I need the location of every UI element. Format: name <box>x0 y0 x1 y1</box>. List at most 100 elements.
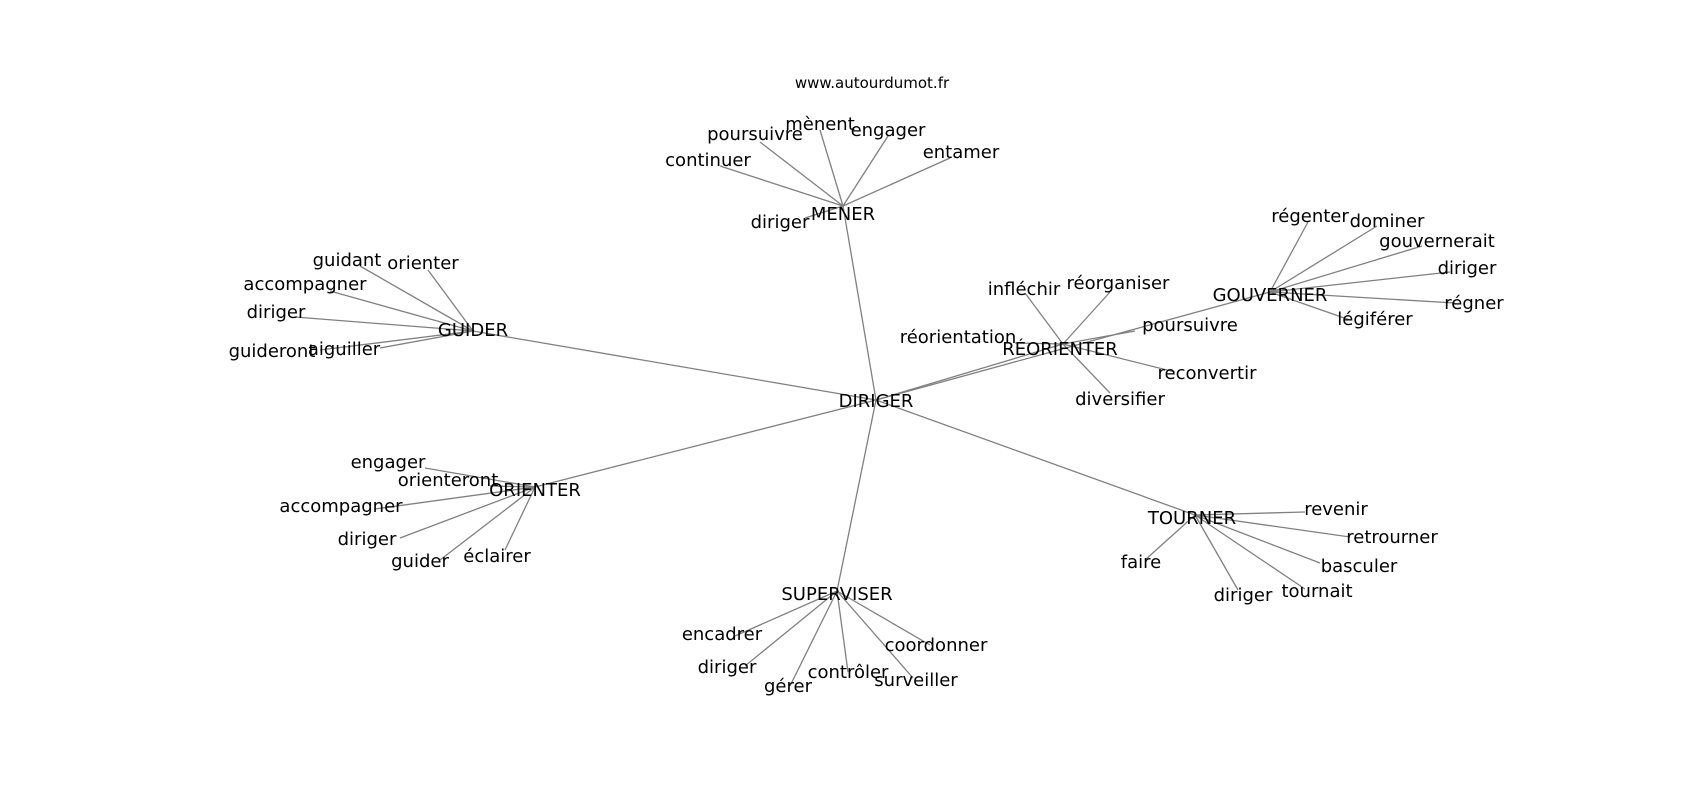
edge-reorienter-0 <box>1024 292 1064 345</box>
edge-gouverner-0 <box>1269 221 1309 293</box>
word-node-reorienter-3[interactable]: réorientation <box>900 327 1017 348</box>
word-node-gouverner-2[interactable]: gouvernerait <box>1379 231 1495 252</box>
word-node-guider-3[interactable]: diriger <box>247 302 306 323</box>
word-node-mener-2[interactable]: mènent <box>785 114 855 135</box>
word-node-orienter-2[interactable]: accompagner <box>279 496 403 517</box>
hub-node-mener[interactable]: MENER <box>811 204 875 225</box>
word-node-mener-0[interactable]: continuer <box>665 150 751 171</box>
labels-layer: DIRIGERMENERcontinuerpoursuivremènenteng… <box>229 114 1505 697</box>
word-node-reorienter-0[interactable]: infléchir <box>988 279 1061 300</box>
edge-tourner-1 <box>1194 514 1351 538</box>
word-node-reorienter-4[interactable]: reconvertir <box>1158 363 1258 384</box>
edge-reorienter-4 <box>1062 343 1176 373</box>
edge-gouverner-1 <box>1269 225 1378 293</box>
word-node-superviser-2[interactable]: gérer <box>764 676 813 697</box>
hub-node-superviser[interactable]: SUPERVISER <box>781 584 892 605</box>
hub-node-tourner[interactable]: TOURNER <box>1147 508 1236 529</box>
word-node-mener-3[interactable]: engager <box>851 120 926 141</box>
edge-mener-1 <box>759 141 844 207</box>
edge-tourner-2 <box>1194 514 1321 564</box>
edge-center-guider <box>472 330 877 401</box>
edge-orienter-0 <box>424 467 536 488</box>
edge-tourner-4 <box>1194 514 1239 591</box>
word-node-gouverner-1[interactable]: dominer <box>1350 211 1425 232</box>
word-node-tourner-5[interactable]: faire <box>1121 552 1161 573</box>
edge-orienter-5 <box>504 486 536 551</box>
edge-center-tourner <box>875 399 1196 516</box>
edge-mener-4 <box>842 157 951 207</box>
edge-guider-1 <box>427 269 474 332</box>
edge-center-orienter <box>534 399 877 488</box>
edge-tourner-3 <box>1194 514 1306 590</box>
word-node-reorienter-2[interactable]: poursuivre <box>1142 315 1238 336</box>
word-node-mener-1[interactable]: poursuivre <box>707 124 803 145</box>
hub-node-guider[interactable]: GUIDER <box>438 320 508 341</box>
edge-gouverner-3 <box>1269 271 1451 293</box>
edge-reorienter-3 <box>1014 342 1064 345</box>
word-node-orienter-4[interactable]: guider <box>391 551 449 572</box>
edge-mener-5 <box>804 205 844 219</box>
edge-guider-3 <box>294 316 474 332</box>
word-node-orienter-1[interactable]: orienteront <box>398 470 499 491</box>
edge-superviser-4 <box>836 590 914 679</box>
edge-reorienter-5 <box>1062 343 1111 394</box>
edge-center-mener <box>842 205 877 401</box>
edge-orienter-3 <box>399 486 536 539</box>
hub-node-reorienter[interactable]: RÉORIENTER <box>1002 338 1118 360</box>
word-node-gouverner-3[interactable]: diriger <box>1438 258 1497 279</box>
word-node-guider-5[interactable]: aiguiller <box>308 339 381 360</box>
edge-guider-5 <box>379 330 474 349</box>
word-node-gouverner-4[interactable]: régner <box>1444 293 1504 314</box>
edge-orienter-2 <box>374 486 536 510</box>
word-node-orienter-5[interactable]: éclairer <box>463 546 531 567</box>
edge-gouverner-2 <box>1269 245 1423 293</box>
hub-node-orienter[interactable]: ORIENTER <box>489 480 581 501</box>
edge-guider-0 <box>359 265 474 332</box>
word-node-tourner-1[interactable]: retrourner <box>1346 527 1438 548</box>
edge-orienter-4 <box>439 486 536 561</box>
word-node-superviser-1[interactable]: diriger <box>698 657 757 678</box>
edge-guider-4 <box>319 330 474 351</box>
center-node-label[interactable]: DIRIGER <box>839 391 914 412</box>
edge-superviser-3 <box>836 590 849 673</box>
word-node-guider-2[interactable]: accompagner <box>243 274 367 295</box>
edge-superviser-2 <box>789 590 838 687</box>
word-node-tourner-0[interactable]: revenir <box>1304 499 1368 520</box>
hub-node-gouverner[interactable]: GOUVERNER <box>1213 285 1328 306</box>
word-node-superviser-5[interactable]: coordonner <box>885 635 988 656</box>
edge-center-superviser <box>836 399 877 592</box>
edge-guider-2 <box>329 290 474 332</box>
edge-tourner-0 <box>1194 511 1306 516</box>
word-node-gouverner-5[interactable]: légiférer <box>1337 309 1413 330</box>
word-node-mener-4[interactable]: entamer <box>923 142 1000 163</box>
edge-mener-0 <box>719 165 844 207</box>
edge-gouverner-5 <box>1269 291 1351 321</box>
word-node-gouverner-0[interactable]: régenter <box>1271 206 1349 227</box>
word-node-orienter-0[interactable]: engager <box>351 452 426 473</box>
word-node-superviser-0[interactable]: encadrer <box>682 624 763 645</box>
edge-mener-3 <box>842 135 889 207</box>
word-node-tourner-4[interactable]: diriger <box>1214 585 1273 606</box>
edge-gouverner-4 <box>1269 291 1456 304</box>
edges-layer <box>294 129 1456 687</box>
edge-superviser-5 <box>836 590 931 646</box>
word-node-guider-4[interactable]: guideront <box>229 341 316 362</box>
edge-reorienter-1 <box>1062 291 1111 345</box>
edge-superviser-1 <box>744 590 838 667</box>
word-node-guider-0[interactable]: guidant <box>313 250 382 271</box>
edge-superviser-0 <box>734 590 838 637</box>
word-node-superviser-3[interactable]: contrôler <box>808 662 889 683</box>
edge-center-reorienter <box>875 343 1064 401</box>
word-node-guider-1[interactable]: orienter <box>387 253 459 274</box>
word-node-reorienter-5[interactable]: diversifier <box>1075 389 1165 410</box>
word-node-mener-5[interactable]: diriger <box>751 212 810 233</box>
word-node-tourner-2[interactable]: basculer <box>1321 556 1398 577</box>
edge-tourner-5 <box>1144 514 1196 561</box>
edge-orienter-1 <box>489 485 536 488</box>
site-watermark: www.autourdumot.fr <box>795 74 950 92</box>
word-node-reorienter-1[interactable]: réorganiser <box>1067 273 1170 294</box>
word-node-tourner-3[interactable]: tournait <box>1281 581 1352 602</box>
word-node-superviser-4[interactable]: surveiller <box>874 670 958 691</box>
word-node-orienter-3[interactable]: diriger <box>338 529 397 550</box>
